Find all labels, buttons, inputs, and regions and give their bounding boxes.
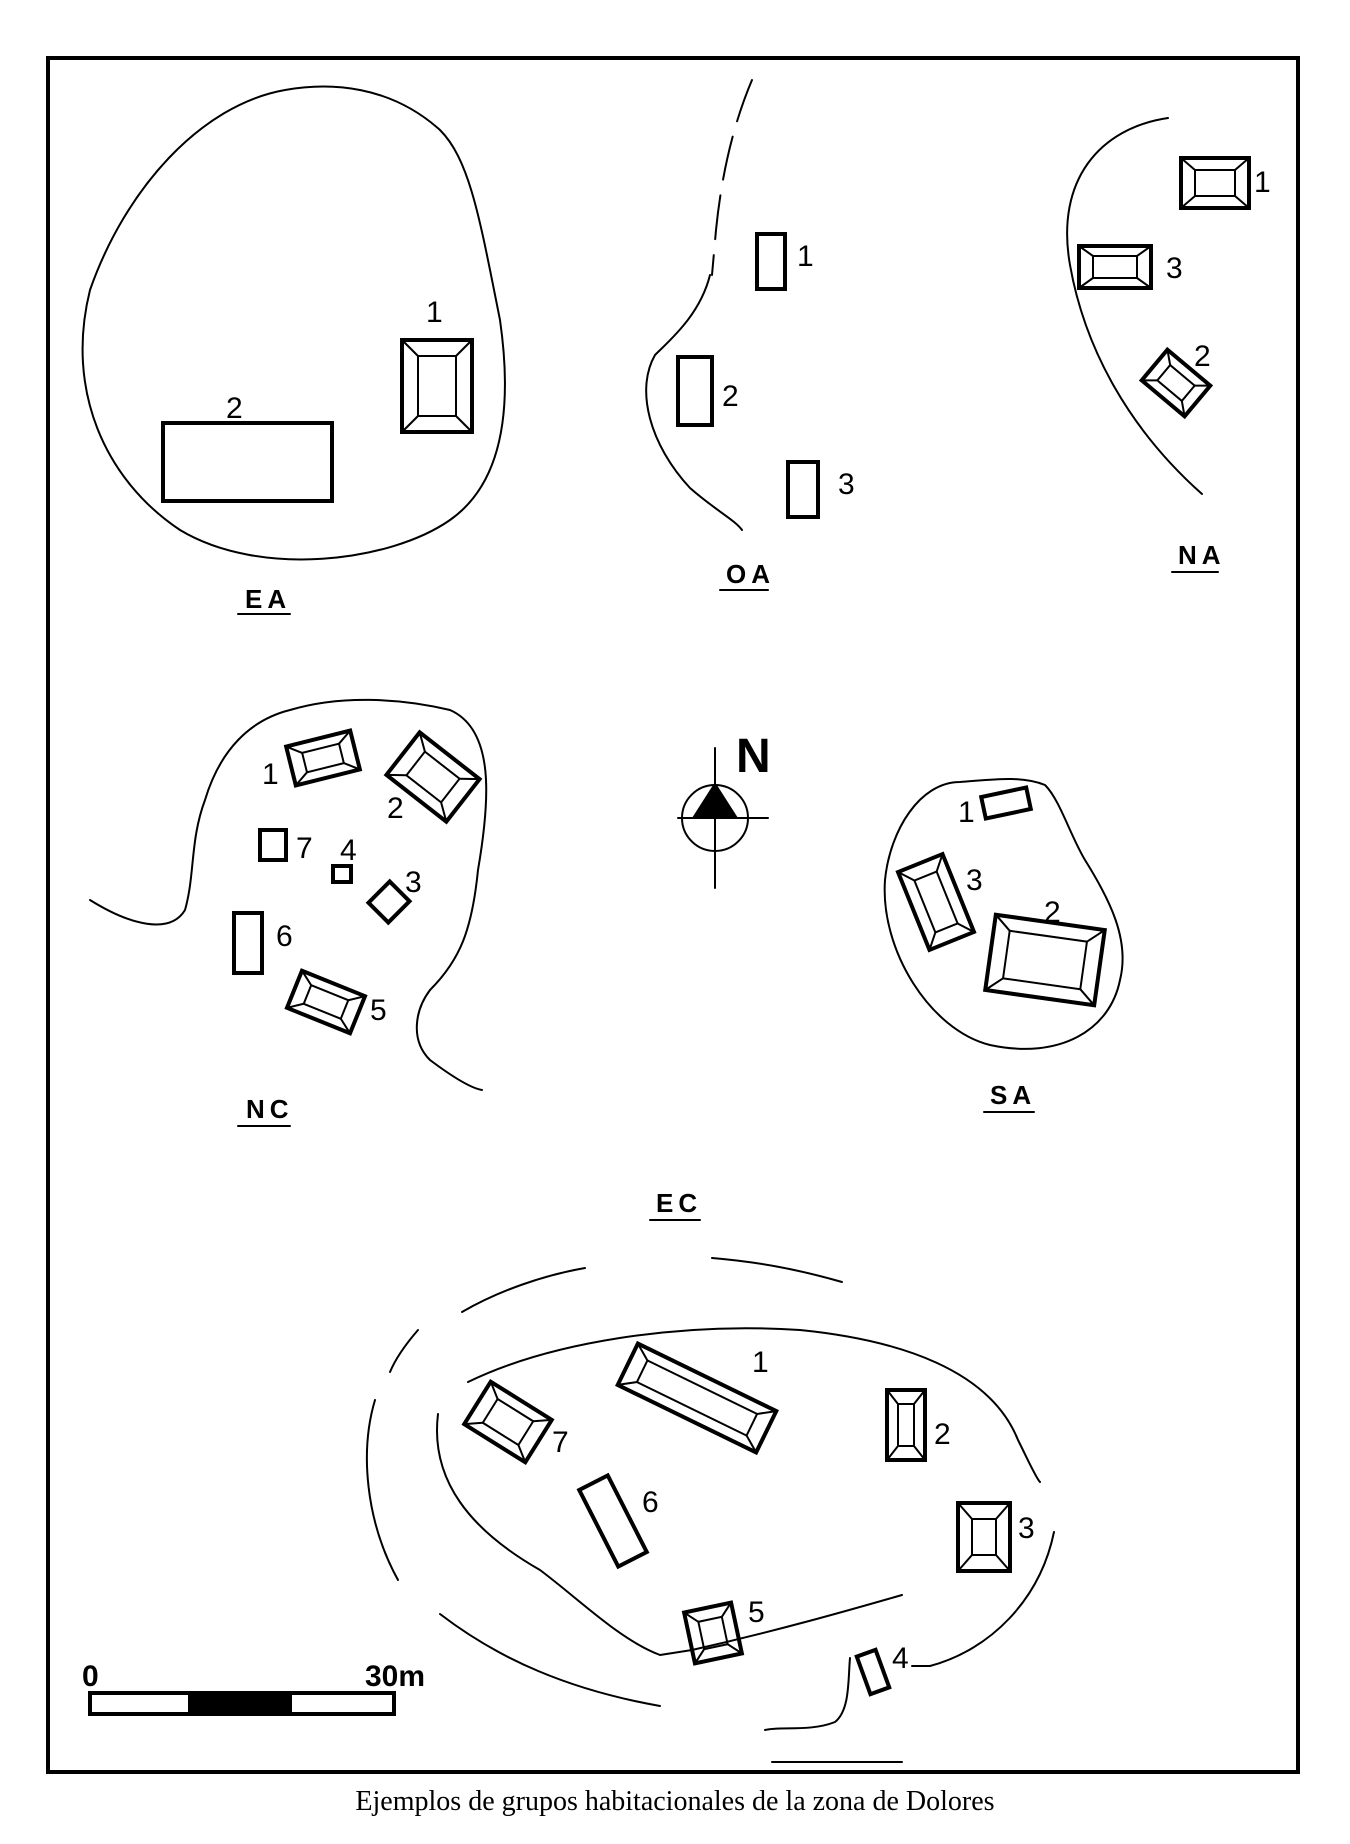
ec-structure-2 [885,1388,927,1462]
na-structure-2 [1138,346,1214,420]
group-na: 1 3 2 NA [1066,117,1271,573]
group-sa: 1 3 2 SA [883,778,1124,1113]
na-structure-1 [1179,156,1251,210]
group-sa-boundary [883,778,1124,1050]
sa-structure-1-label: 1 [958,796,975,829]
group-ec-outer-boundary-5 [439,1613,661,1707]
ec-structure-3 [956,1501,1012,1573]
nc-structure-2 [383,729,483,825]
ec-structure-5 [681,1600,745,1666]
ea-structure-2 [161,421,334,503]
ec-structure-4 [854,1647,892,1697]
nc-structure-6-label: 6 [276,920,293,953]
nc-structure-5-label: 5 [370,994,387,1027]
nc-structure-4-label: 4 [340,834,357,867]
north-label: N [736,730,771,783]
group-ec-inner-boundary [467,1327,1041,1483]
ea-structure-2-label: 2 [226,392,243,425]
ec-structure-7-label: 7 [552,1426,569,1459]
group-ec-outer-boundary-7 [764,1657,851,1731]
ec-structure-4-label: 4 [892,1642,909,1675]
na-structure-2-label: 2 [1194,340,1211,373]
nc-structure-1-label: 1 [262,758,279,791]
group-nc-label: NC [246,1094,294,1124]
group-nc-boundary [89,698,488,1091]
ec-structure-3-label: 3 [1018,1512,1035,1545]
nc-structure-3 [365,878,413,926]
group-oa-boundary-upper [711,79,753,276]
group-nc: 1 2 7 4 3 6 5 NC [89,698,488,1127]
oa-structure-2-label: 2 [722,380,739,413]
group-ea-boundary [81,85,506,561]
sa-structure-1 [978,785,1034,821]
oa-structure-1-label: 1 [797,240,814,273]
ea-structure-1-label: 1 [426,296,443,329]
group-ec: EC 1 2 [365,1188,1055,1763]
oa-structure-2 [676,355,714,427]
group-na-label: NA [1178,540,1226,570]
ec-structure-1-label: 1 [752,1346,769,1379]
ec-structure-2-label: 2 [934,1418,951,1451]
sa-structure-3-label: 3 [966,864,983,897]
oa-structure-3 [786,460,820,519]
ea-structure-1 [400,338,474,434]
scale-bar: 0 30m [82,1660,425,1716]
nc-structure-2-label: 2 [387,792,404,825]
oa-structure-3-label: 3 [838,468,855,501]
group-ec-label: EC [656,1188,702,1218]
nc-structure-1 [283,728,363,788]
group-sa-label: SA [990,1080,1036,1110]
ec-structure-6 [576,1472,650,1570]
map-frame [46,56,1300,1774]
sa-structure-3 [895,851,977,953]
group-ea-label: EA [245,584,291,614]
group-oa: 1 2 3 OA [645,79,855,591]
group-ec-outer-boundary-4 [365,1399,399,1581]
group-ec-inner-boundary-2 [436,1413,903,1656]
ec-structure-1 [615,1340,779,1456]
group-ec-outer-boundary-6 [911,1531,1055,1667]
group-ec-outer-boundary-1 [461,1267,586,1313]
sa-structure-2-label: 2 [1044,896,1061,929]
nc-structure-7 [258,828,288,862]
oa-structure-1 [755,232,787,291]
group-na-boundary [1066,117,1203,495]
sa-structure-2 [982,912,1108,1008]
ec-structure-7 [461,1378,555,1466]
nc-structure-7-label: 7 [296,832,313,865]
na-structure-1-label: 1 [1254,166,1271,199]
scale-start-label: 0 [82,1660,99,1693]
north-arrow: N [677,730,771,889]
na-structure-3-label: 3 [1166,252,1183,285]
group-ea: 1 2 EA [81,85,506,615]
nc-structure-4 [331,864,353,884]
ec-structure-6-label: 6 [642,1486,659,1519]
nc-structure-6 [232,911,264,975]
nc-structure-3-label: 3 [405,866,422,899]
nc-structure-5 [284,968,368,1036]
group-ec-outer-boundary-2 [711,1257,843,1283]
scale-end-label: 30m [365,1660,425,1693]
group-oa-label: OA [726,559,775,589]
na-structure-3 [1077,244,1153,290]
group-oa-boundary-lower [645,274,743,531]
figure-caption: Ejemplos de grupos habitacionales de la … [355,1786,995,1817]
group-ec-outer-boundary-3 [389,1329,419,1373]
ec-structure-5-label: 5 [748,1596,765,1629]
